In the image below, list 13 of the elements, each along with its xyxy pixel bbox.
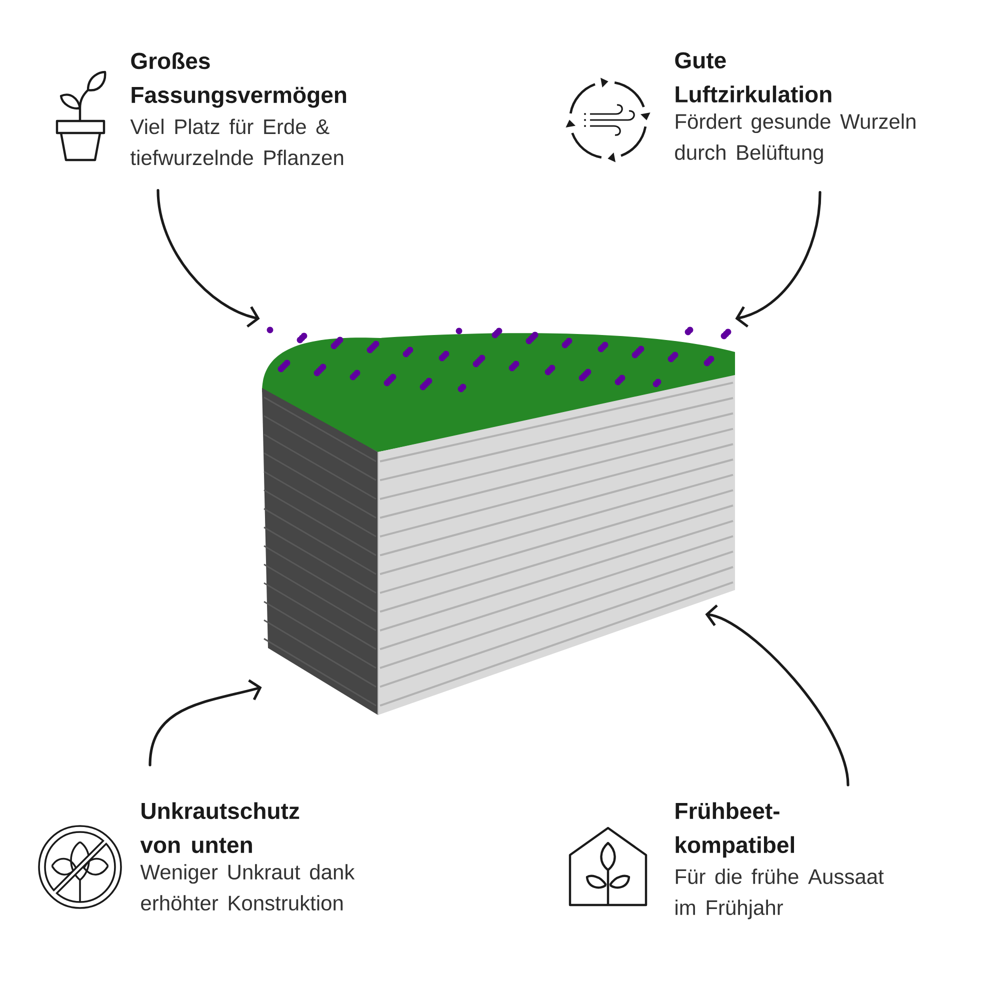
feature-heading: Großes Fassungsvermögen [131, 52, 346, 108]
feature-heading: Gute Luftzirkulation [675, 52, 832, 102]
feature-description: Viel Platz für Erde & tiefwurzelnde Pflanzen [130, 118, 344, 166]
curved-arrow [148, 679, 262, 766]
feature-heading: Unkrautschutz von unten [140, 802, 300, 854]
feature-description: Weniger Unkraut dank erhöhter Konstruktion [140, 864, 355, 911]
feature-description: Fördert gesunde Wurzeln durch Belüftung [675, 113, 916, 164]
feature-description: Für die frühe Aussaat im Frühjahr [676, 868, 884, 920]
feature-heading: Frühbeet-kompatibel [676, 802, 794, 858]
raised-bed-drawing [262, 326, 735, 716]
curved-arrow [156, 189, 260, 328]
curved-arrow [735, 190, 822, 328]
curved-arrow [705, 604, 850, 786]
